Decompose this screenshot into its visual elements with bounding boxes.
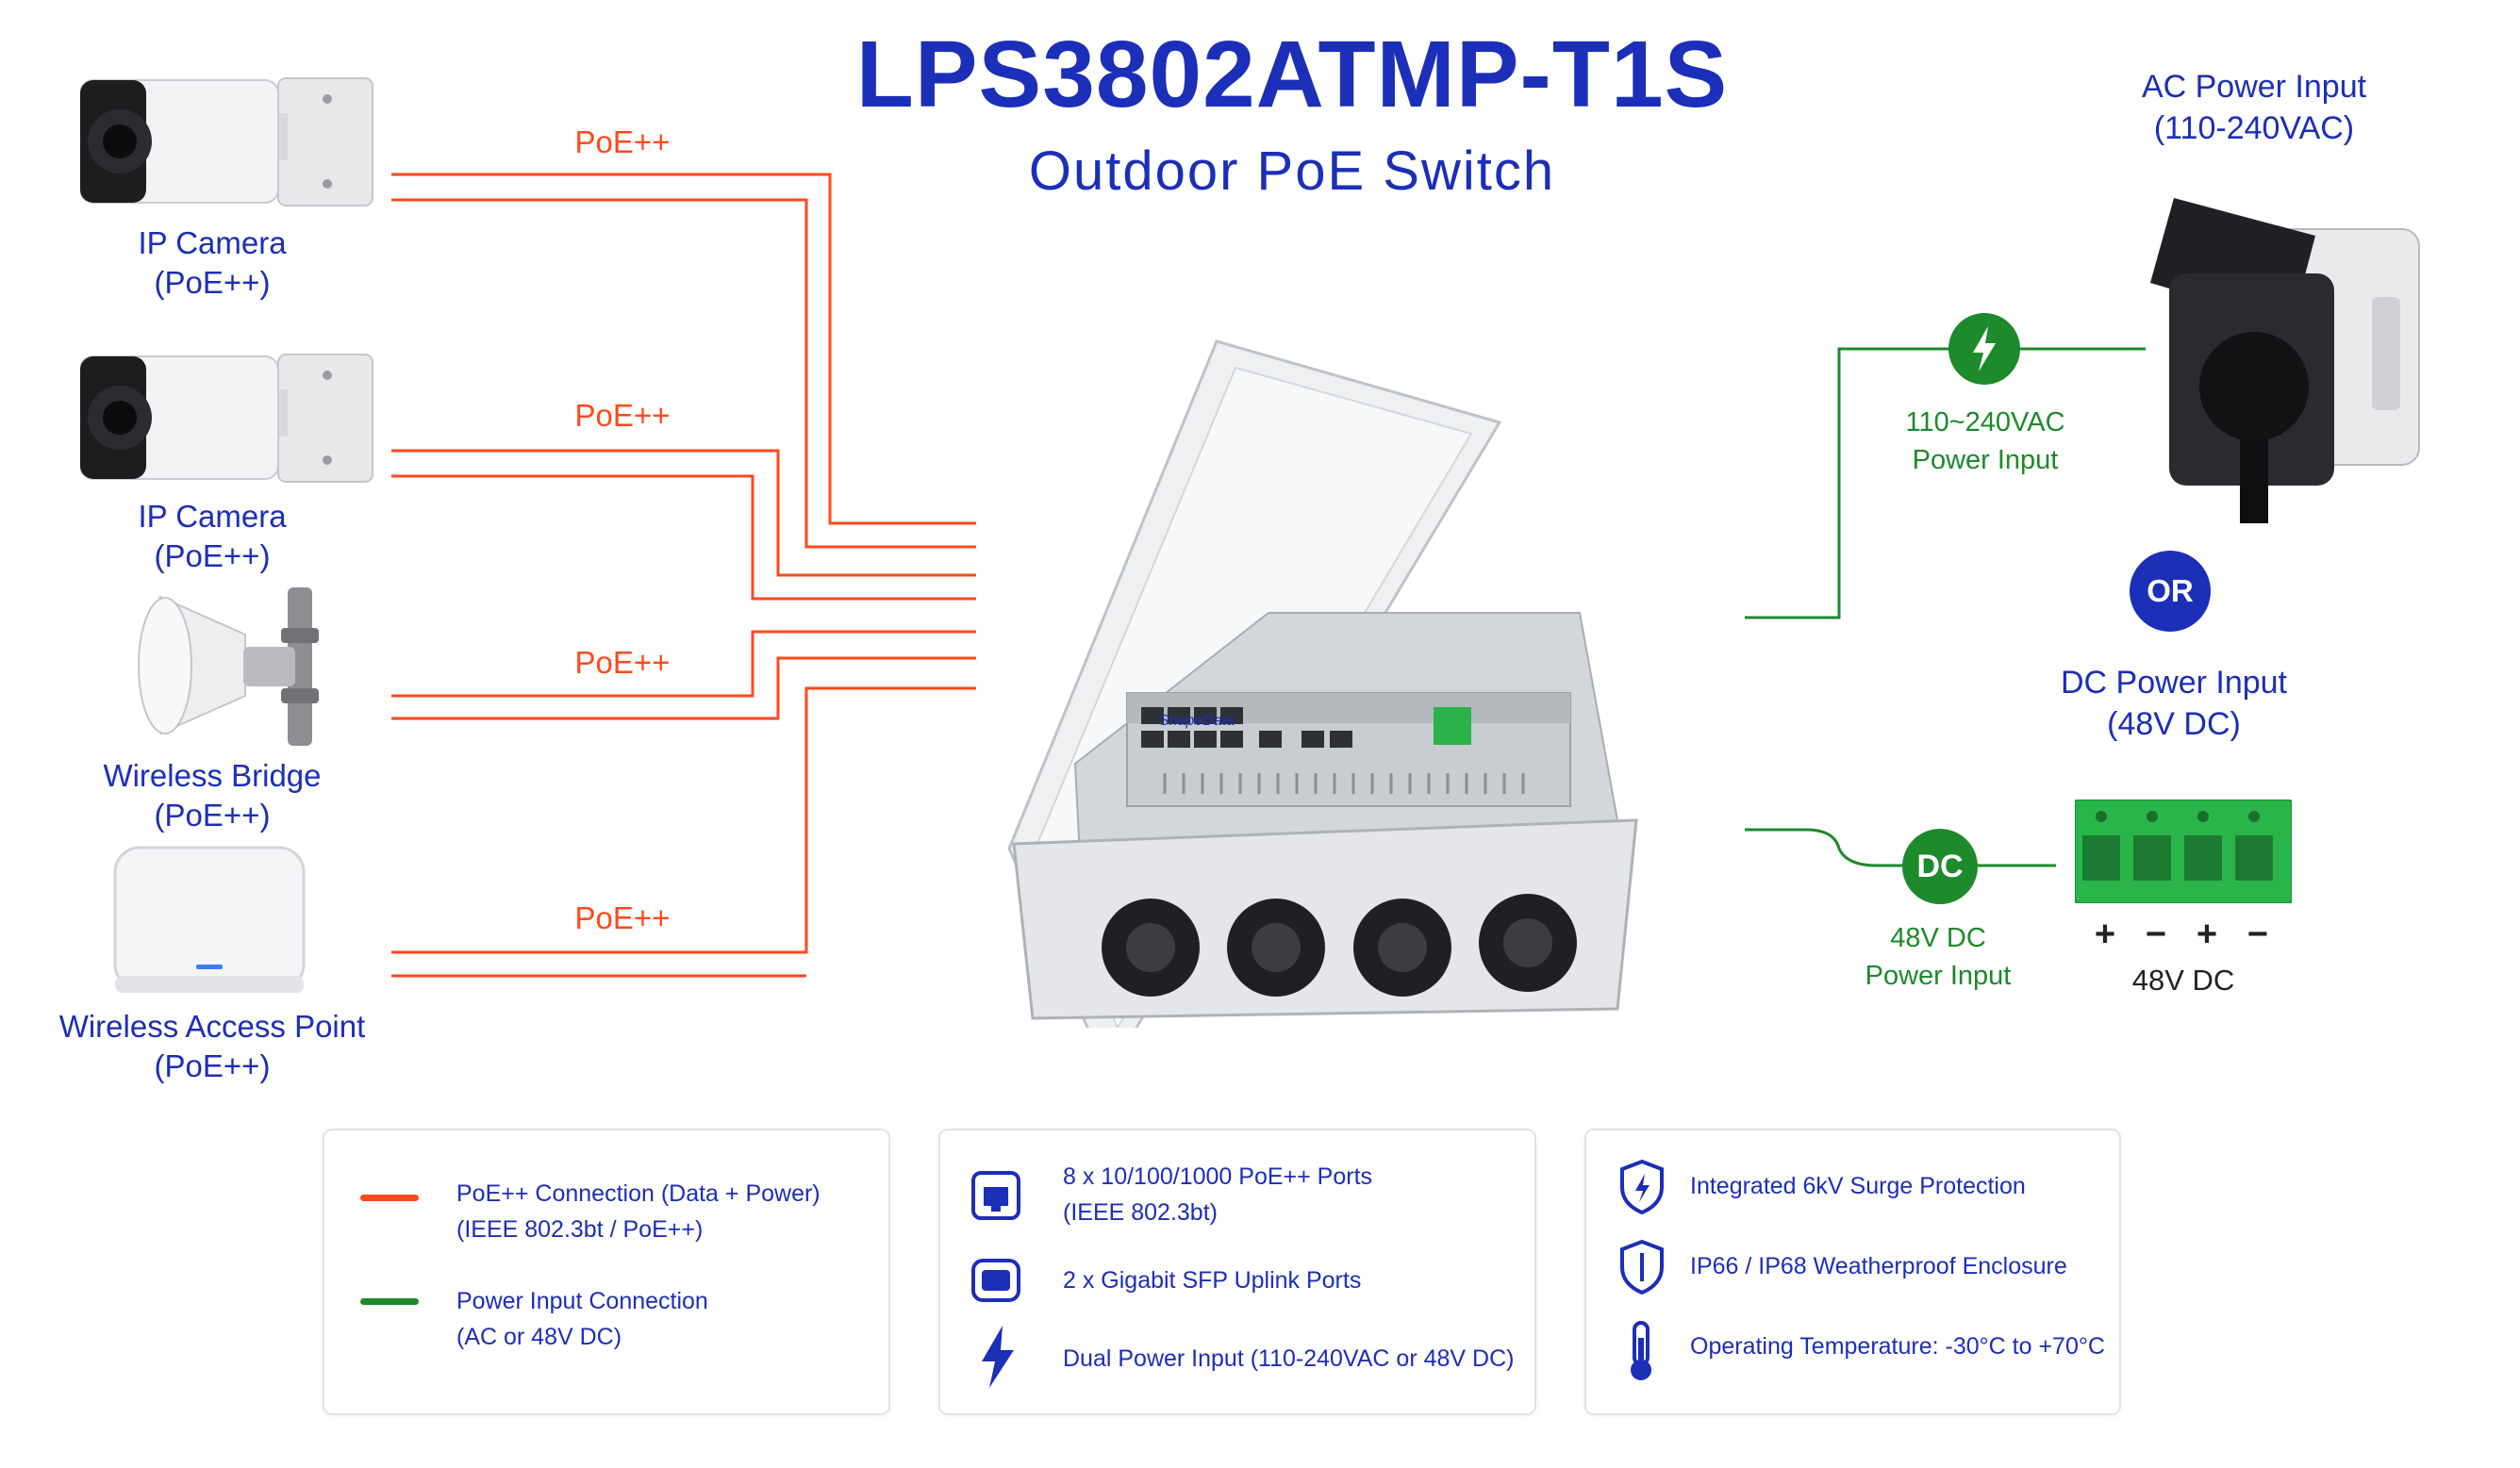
legend-poe-text: PoE++ Connection (Data + Power)(IEEE 802…	[456, 1180, 821, 1243]
poe-line	[391, 449, 976, 577]
ip-camera-image	[79, 347, 382, 488]
legend-connections: PoE++ Connection (Data + Power)(IEEE 802…	[323, 1129, 890, 1415]
access-point-image	[111, 844, 309, 999]
dc-power-node: DC	[1902, 829, 1978, 904]
shield-icon	[1618, 1239, 1666, 1295]
poe-tag: PoE++	[574, 900, 671, 935]
poe-tag: PoE++	[574, 124, 671, 159]
polarity-minus: −	[2145, 915, 2167, 954]
device-brand: ShapeData	[1159, 713, 1235, 729]
ac-power-title: AC Power Input(110-240VAC)	[2141, 69, 2367, 146]
dc-power-title: DC Power Input(48V DC)	[2061, 665, 2287, 742]
ac-power-node	[1948, 313, 2020, 385]
ethernet-port-icon	[969, 1168, 1023, 1223]
ac-outlet-image	[2136, 184, 2438, 537]
poe-line	[391, 198, 976, 549]
poe-line	[391, 474, 976, 601]
or-badge: OR	[2130, 551, 2211, 632]
polarity-minus: −	[2246, 915, 2269, 954]
device-label-camera-1: IP Camera(PoE++)	[138, 225, 287, 300]
poe-line	[391, 173, 976, 525]
poe-legend-swatch	[360, 1195, 419, 1201]
power-line	[1745, 828, 2056, 867]
page-title: LPS3802ATMP-T1S	[855, 22, 1729, 127]
device-label-access-point: Wireless Access Point(PoE++)	[58, 1009, 366, 1083]
poe-line	[391, 656, 976, 720]
page-subtitle: Outdoor PoE Switch	[1028, 140, 1556, 202]
legend-ports: 8 x 10/100/1000 PoE++ Ports(IEEE 802.3bt…	[938, 1129, 1536, 1415]
feature-weatherproof: IP66 / IP68 Weatherproof Enclosure	[1690, 1253, 2067, 1279]
poe-line	[391, 630, 976, 698]
feature-surge: Integrated 6kV Surge Protection	[1690, 1173, 2026, 1199]
ip-camera-image	[79, 71, 382, 212]
feature-dual-power: Dual Power Input (110-240VAC or 48V DC)	[1063, 1345, 1515, 1372]
feature-sfp: 2 x Gigabit SFP Uplink Ports	[1063, 1267, 1362, 1294]
device-label-camera-2: IP Camera(PoE++)	[138, 499, 287, 573]
lightning-icon	[1973, 326, 1996, 371]
switch-enclosure-image	[976, 330, 1674, 1079]
terminal-label: 48V DC	[2131, 964, 2235, 997]
poe-line	[391, 686, 976, 954]
feature-temperature: Operating Temperature: -30°C to +70°C	[1690, 1333, 2105, 1360]
lightning-icon	[974, 1324, 1021, 1390]
legend-protection: Integrated 6kV Surge Protection IP66 / I…	[1584, 1129, 2121, 1415]
power-line	[1745, 347, 2146, 619]
polarity-plus: +	[2094, 915, 2116, 954]
device-label-wireless-bridge: Wireless Bridge(PoE++)	[103, 758, 322, 833]
feature-ports: 8 x 10/100/1000 PoE++ Ports(IEEE 802.3bt…	[1063, 1163, 1373, 1226]
power-legend-swatch	[360, 1298, 419, 1305]
poe-tag: PoE++	[574, 645, 671, 680]
sfp-port-icon	[969, 1253, 1023, 1308]
legend-power-text: Power Input Connection(AC or 48V DC)	[456, 1288, 708, 1350]
thermometer-icon	[1622, 1319, 1660, 1385]
poe-tag: PoE++	[574, 398, 671, 433]
shield-icon	[1618, 1159, 1666, 1215]
dc-terminal-block-image	[2074, 799, 2293, 904]
polarity-plus: +	[2196, 915, 2218, 954]
wireless-bridge-image	[132, 583, 335, 748]
